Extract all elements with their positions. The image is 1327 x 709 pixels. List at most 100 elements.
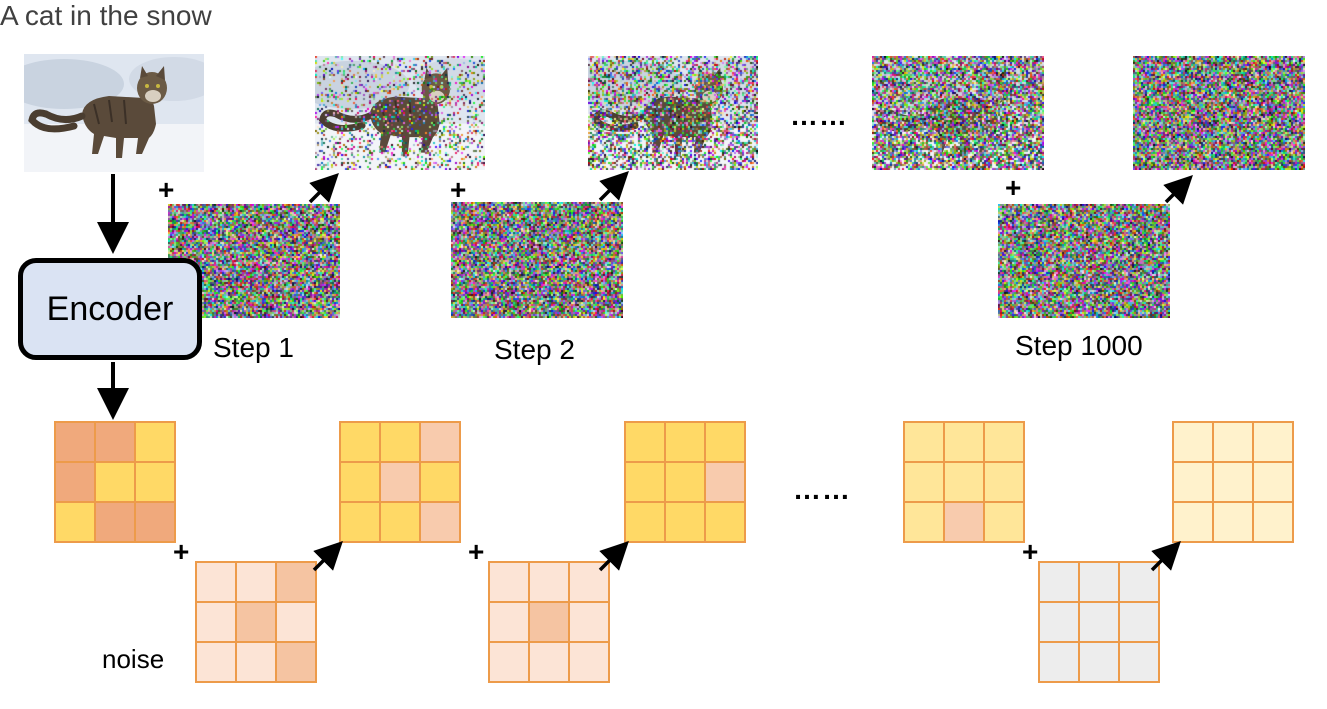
grid-cell [55,422,95,462]
grid-cell [1119,642,1159,682]
grid-cell [276,642,316,682]
grid-cell [944,422,984,462]
grid-cell [196,642,236,682]
grid-cell [984,462,1024,502]
grid-cell [1213,462,1253,502]
grid-cell [1079,642,1119,682]
arrow-top-step1000 [1163,175,1193,205]
cat-image-step1 [315,56,485,170]
grid-cell [489,602,529,642]
grid-cell [135,462,175,502]
grid-cell [529,562,569,602]
grid-cell [1173,462,1213,502]
plus-sign-top-3: + [1005,172,1022,203]
encoder-label: Encoder [46,289,174,328]
ellipsis-bottom: …… [793,474,851,505]
grid-cell [340,502,380,542]
arrow-bottom-step1 [312,541,343,572]
step-label-1000: Step 1000 [1015,330,1143,361]
grid-cell [984,502,1024,542]
grid-cell [705,502,745,542]
grid-cell [529,602,569,642]
grid-cell [1213,502,1253,542]
grid-cell [95,422,135,462]
grid-cell [705,422,745,462]
cat-image-step999 [872,56,1044,170]
grid-cell [236,562,276,602]
latent-grid-step1000 [1172,421,1294,543]
grid-cell [705,462,745,502]
grid-cell [1253,502,1293,542]
grid-cell [569,642,609,682]
step-label-1: Step 1 [213,332,294,363]
grid-cell [380,422,420,462]
grid-cell [420,502,460,542]
grid-cell [904,502,944,542]
cat-image-step1000 [1133,56,1305,170]
grid-cell [1119,602,1159,642]
grid-cell [944,502,984,542]
arrow-top-step2 [598,171,629,202]
arrow-bottom-step2 [598,541,629,572]
grid-cell [95,462,135,502]
ellipsis-top: …… [790,100,848,131]
grid-cell [625,462,665,502]
plus-sign-top-1: + [158,174,175,205]
cat-image-original [24,54,204,172]
noise-label: noise [102,644,165,674]
noise-image-step1 [168,204,340,318]
grid-cell [135,502,175,542]
plus-sign-bottom-1: + [173,536,190,567]
grid-cell [420,462,460,502]
grid-cell [665,502,705,542]
grid-cell [380,462,420,502]
grid-cell [984,422,1024,462]
noise-grid-step2 [488,561,610,683]
arrow-bottom-step1000 [1150,541,1181,572]
plus-sign-top-2: + [450,174,467,205]
grid-cell [196,602,236,642]
grid-cell [944,462,984,502]
grid-cell [420,422,460,462]
latent-grid-step1 [339,421,461,543]
grid-cell [55,502,95,542]
grid-cell [1253,462,1293,502]
grid-cell [1079,562,1119,602]
grid-cell [1213,422,1253,462]
grid-cell [276,562,316,602]
grid-cell [1173,502,1213,542]
arrow-top-step1 [308,173,339,204]
plus-sign-bottom-3: + [1022,536,1039,567]
grid-cell [236,602,276,642]
grid-cell [904,422,944,462]
grid-cell [904,462,944,502]
grid-cell [1039,642,1079,682]
grid-cell [1079,602,1119,642]
grid-cell [340,422,380,462]
encoder-box: Encoder [18,258,202,360]
grid-cell [529,642,569,682]
noise-image-step1000 [998,204,1170,318]
step-label-2: Step 2 [494,334,575,365]
latent-grid-initial [54,421,176,543]
plus-sign-bottom-2: + [468,536,485,567]
grid-cell [569,602,609,642]
grid-cell [95,502,135,542]
grid-cell [276,602,316,642]
grid-cell [1039,562,1079,602]
grid-cell [625,502,665,542]
latent-grid-step999 [903,421,1025,543]
grid-cell [625,422,665,462]
grid-cell [665,422,705,462]
grid-cell [489,642,529,682]
latent-grid-step2 [624,421,746,543]
noise-image-step2 [451,202,623,318]
grid-cell [340,462,380,502]
grid-cell [1173,422,1213,462]
diagram-title: A cat in the snow [0,0,212,31]
grid-cell [1039,602,1079,642]
grid-cell [665,462,705,502]
grid-cell [380,502,420,542]
grid-cell [236,642,276,682]
